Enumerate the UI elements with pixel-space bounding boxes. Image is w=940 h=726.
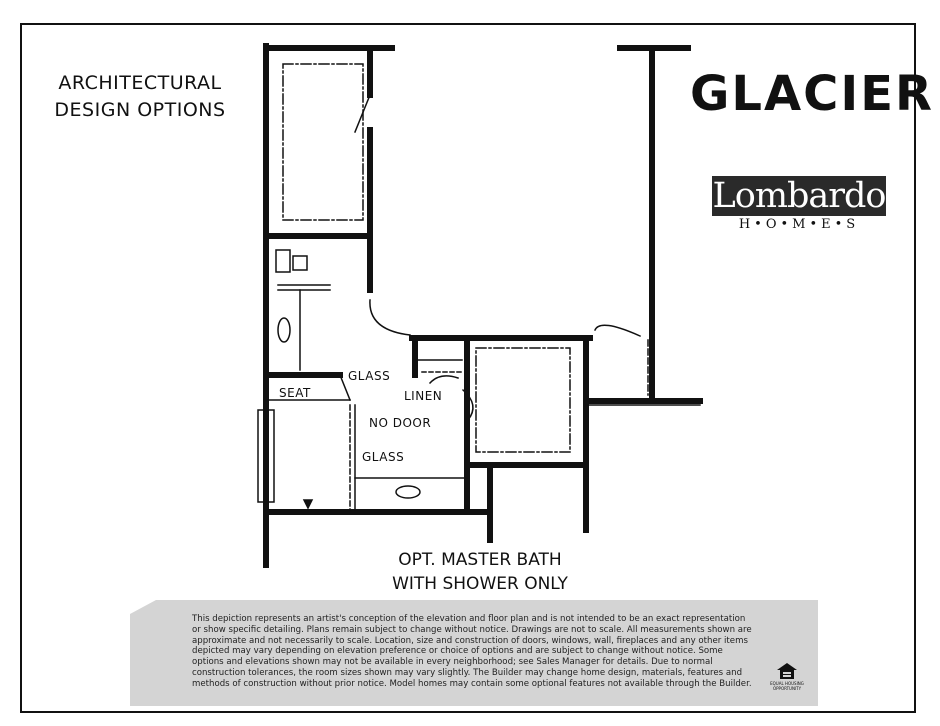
equal-housing-logo: EQUAL HOUSING OPPORTUNITY	[770, 662, 804, 691]
label-glass-top: GLASS	[348, 369, 390, 383]
lombardo-logo: Lombardo H•O•M•E•S	[712, 176, 886, 232]
logo-subtitle: H•O•M•E•S	[738, 217, 860, 232]
plan-caption: OPT. MASTER BATH WITH SHOWER ONLY	[360, 548, 600, 596]
heading-line-1: ARCHITECTURAL	[58, 72, 222, 94]
page-border	[20, 23, 916, 713]
disclaimer-text: This depiction represents an artist's co…	[192, 614, 752, 689]
label-linen: LINEN	[404, 389, 442, 403]
walls	[263, 43, 703, 568]
label-no-door: NO DOOR	[369, 416, 431, 430]
label-seat: SEAT	[279, 386, 311, 400]
plan-title: GLACIER	[690, 66, 934, 122]
fixtures	[257, 63, 701, 511]
caption-line-1: OPT. MASTER BATH	[398, 550, 562, 570]
disclaimer-notch	[130, 600, 156, 614]
section-heading: ARCHITECTURAL DESIGN OPTIONS	[40, 70, 240, 124]
label-glass-bottom: GLASS	[362, 450, 404, 464]
caption-line-2: WITH SHOWER ONLY	[392, 574, 568, 594]
equal-housing-text: EQUAL HOUSING OPPORTUNITY	[770, 681, 804, 691]
heading-line-2: DESIGN OPTIONS	[54, 99, 226, 121]
house-icon	[777, 663, 797, 679]
logo-wordmark: Lombardo	[712, 176, 886, 216]
disclaimer-box: This depiction represents an artist's co…	[130, 600, 818, 706]
